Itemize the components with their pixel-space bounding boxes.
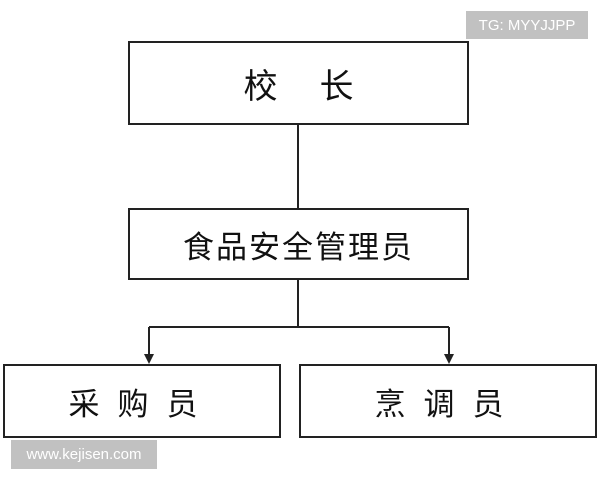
- node-principal: 校 长: [128, 41, 469, 125]
- arrowhead-purchaser: [144, 354, 154, 364]
- node-purchaser: 采购员: [3, 364, 281, 438]
- node-cook-label: 烹调员: [374, 386, 522, 423]
- node-purchaser-label: 采购员: [68, 386, 216, 423]
- arrowhead-cook: [444, 354, 454, 364]
- node-food-safety-manager-label: 食品安全管理员: [183, 229, 414, 266]
- node-food-safety-manager: 食品安全管理员: [128, 208, 469, 280]
- node-principal-label-1: 校: [243, 66, 278, 107]
- watermark-bottom-left-text: www.kejisen.com: [26, 446, 142, 463]
- node-cook: 烹调员: [299, 364, 597, 438]
- watermark-top-right: TG: MYYJJPP: [466, 11, 588, 39]
- watermark-bottom-left: www.kejisen.com: [11, 440, 157, 469]
- node-principal-label-2: 长: [319, 66, 354, 107]
- watermark-top-right-text: TG: MYYJJPP: [478, 16, 576, 34]
